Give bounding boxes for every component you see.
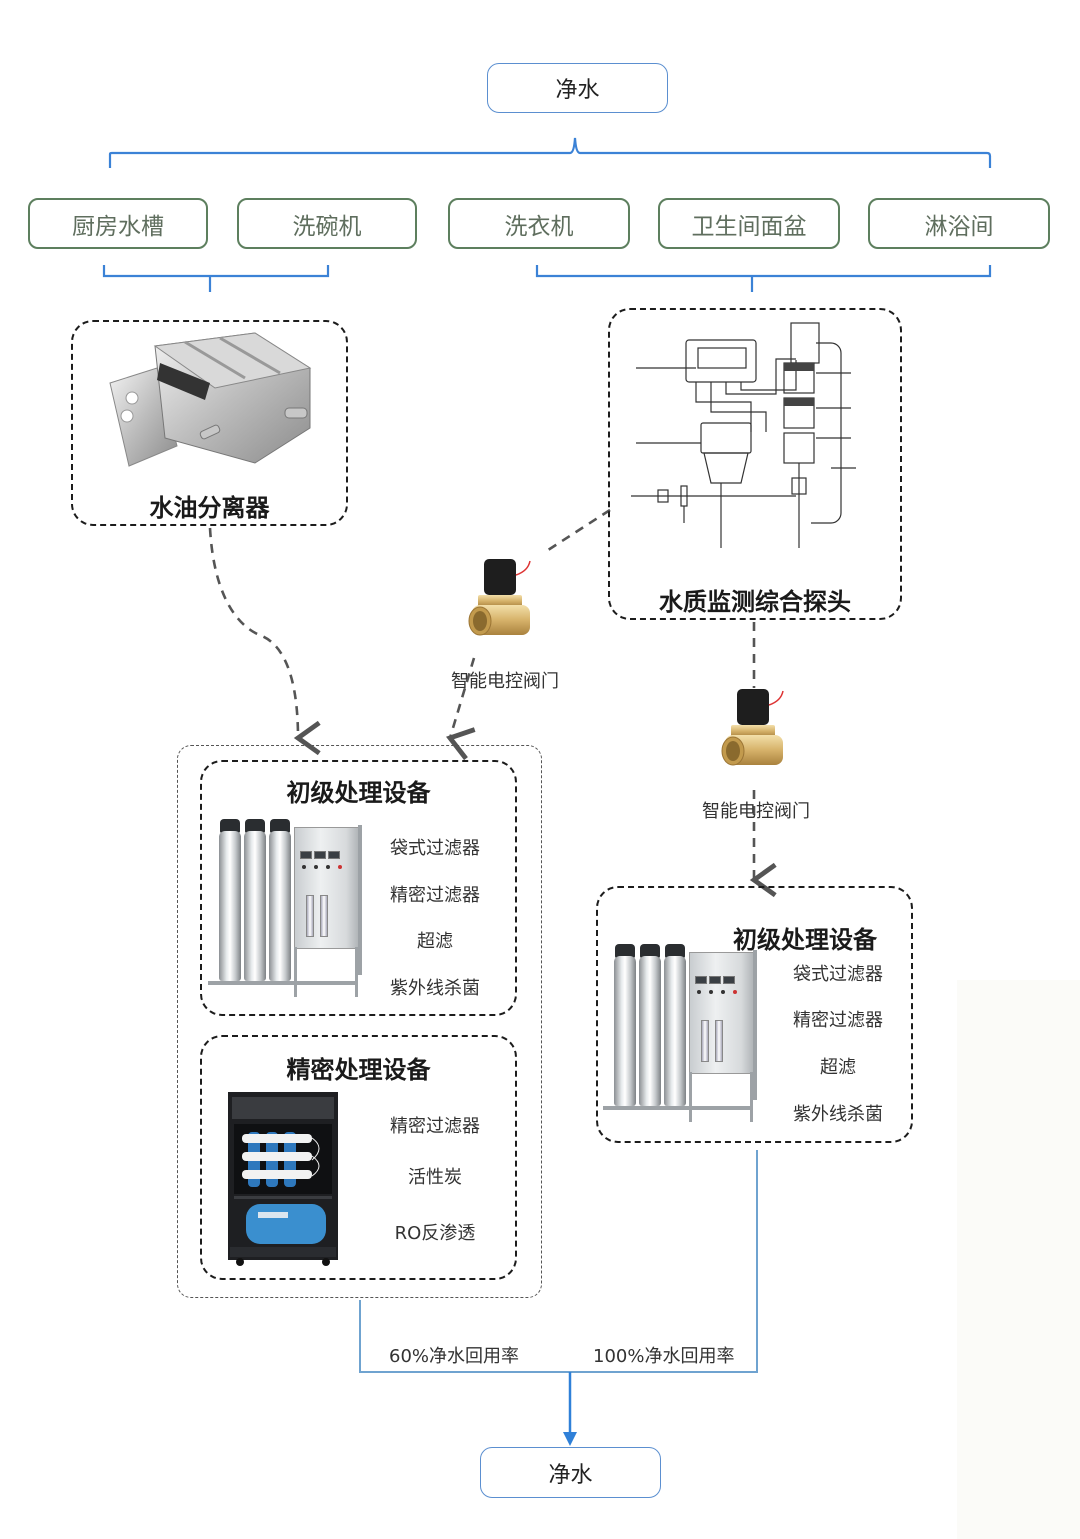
water-probe-schematic (631, 322, 856, 548)
feature-item: 精密过滤器 (390, 885, 480, 906)
primary-equipment-image (603, 940, 771, 1130)
oil-separator-image (109, 332, 312, 467)
right-primary-title: 初级处理设备 (733, 926, 877, 954)
valve-label: 智能电控阀门 (451, 671, 559, 692)
bottom-node-label: 净水 (548, 1462, 593, 1488)
left-treatment-group (177, 745, 542, 1298)
left-recovery-rate: 60%净水回用率 (389, 1346, 520, 1367)
feature-item: 超滤 (417, 931, 453, 952)
background-panel (957, 980, 1080, 1539)
feature-item: 紫外线杀菌 (390, 978, 480, 999)
source-label: 洗碗机 (292, 213, 362, 240)
right-primary-treatment-box (596, 886, 913, 1143)
flow-probe-to-valve (544, 508, 611, 554)
flow-separator-to-primary (208, 527, 321, 756)
source-label: 卫生间面盆 (691, 213, 807, 240)
top-bracket (108, 137, 992, 168)
right-recovery-rate: 100%净水回用率 (593, 1346, 735, 1367)
primary-equipment-image (208, 815, 376, 1005)
feature-item: 精密过滤器 (793, 1010, 883, 1031)
source-kitchen-sink: 厨房水槽 (28, 198, 208, 249)
feature-item: 袋式过滤器 (390, 838, 480, 859)
top-node-label: 净水 (555, 78, 600, 103)
bottom-clean-water-node: 净水 (480, 1447, 661, 1498)
solenoid-valve-icon (468, 559, 531, 636)
source-bathroom-basin: 卫生间面盆 (658, 198, 840, 249)
feature-item: RO反渗透 (394, 1223, 476, 1244)
oil-separator-box (71, 320, 348, 526)
feature-item: 紫外线杀菌 (793, 1104, 883, 1125)
kitchen-bracket (102, 265, 330, 292)
source-label: 洗衣机 (504, 213, 574, 240)
feature-item: 超滤 (820, 1057, 856, 1078)
water-probe-box (608, 308, 902, 620)
feature-item: 精密过滤器 (390, 1116, 480, 1137)
precision-title: 精密处理设备 (286, 1056, 431, 1084)
solenoid-valve-icon (721, 689, 784, 766)
left-primary-title: 初级处理设备 (286, 779, 431, 807)
top-clean-water-node: 净水 (487, 63, 668, 113)
source-washing-machine: 洗衣机 (448, 198, 630, 249)
valve-label: 智能电控阀门 (702, 801, 810, 822)
bathroom-bracket (535, 265, 992, 292)
feature-item: 袋式过滤器 (793, 964, 883, 985)
source-label: 淋浴间 (924, 213, 994, 240)
source-dishwasher: 洗碗机 (237, 198, 417, 249)
oil-separator-label: 水油分离器 (149, 494, 270, 522)
source-shower: 淋浴间 (868, 198, 1050, 249)
ro-cabinet-image (228, 1092, 338, 1266)
left-primary-treatment-box (200, 760, 517, 1016)
source-label: 厨房水槽 (72, 213, 164, 240)
recovery-arrowhead (563, 1432, 577, 1446)
water-probe-label: 水质监测综合探头 (659, 588, 851, 616)
feature-item: 活性炭 (408, 1167, 462, 1188)
precision-treatment-box (200, 1035, 517, 1280)
